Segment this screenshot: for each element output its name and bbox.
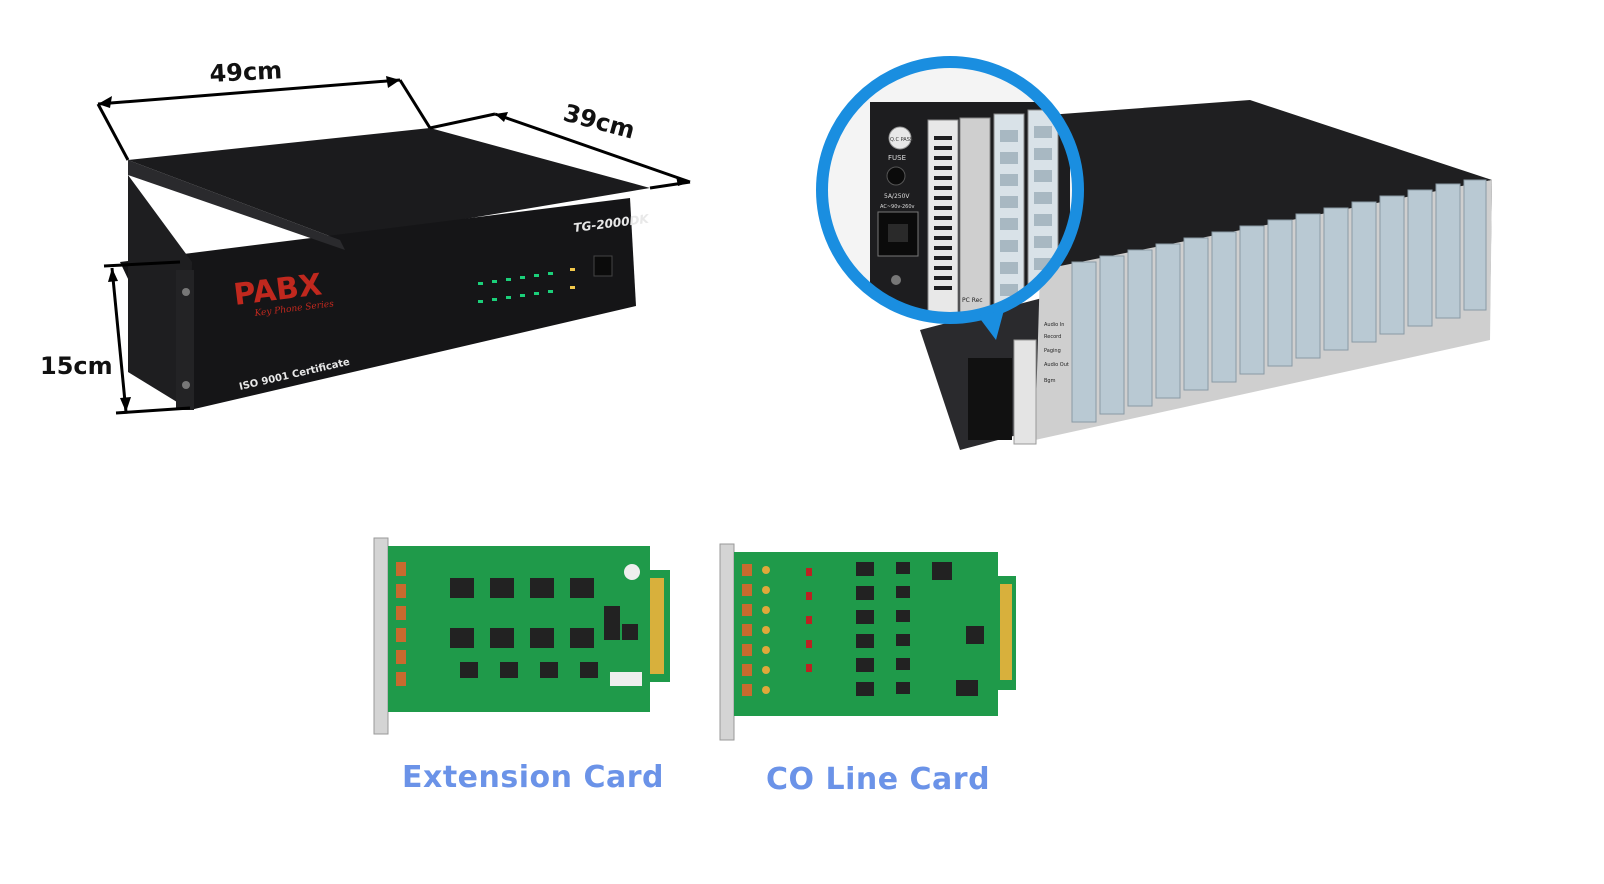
unit-front-face bbox=[120, 198, 636, 410]
svg-text:Record: Record bbox=[1044, 334, 1061, 340]
depth-dimension-label: 39cm bbox=[560, 99, 637, 145]
led-indicators bbox=[478, 268, 575, 303]
co-line-card-pcb bbox=[719, 543, 1016, 741]
magnifier-pointer bbox=[978, 310, 1004, 340]
fuse-label: FUSE bbox=[888, 154, 906, 162]
power-switch bbox=[593, 255, 613, 277]
qc-badge: Q.C PASS bbox=[890, 137, 913, 143]
height-dimension-label: 15cm bbox=[40, 352, 113, 380]
audio-port-labels: Audio In Record Paging Audio Out Bgm bbox=[1044, 322, 1069, 384]
rear-card-faceplates bbox=[1071, 179, 1487, 423]
power-inlet-lower bbox=[968, 358, 1012, 440]
magnifier-ring bbox=[816, 56, 1084, 324]
chassis-top bbox=[980, 100, 1492, 270]
rear-unit-panel: Q.C PASS FUSE 5A/250V AC~90v-260v PC Rec… bbox=[800, 40, 1520, 470]
co-line-card-image bbox=[716, 540, 1026, 745]
width-dimension-label: 49cm bbox=[209, 56, 283, 88]
front-unit-panel: PABX Key Phone Series TG-2000DK ISO 9001… bbox=[0, 0, 720, 460]
extension-card-caption: Extension Card bbox=[402, 760, 664, 795]
svg-text:Audio Out: Audio Out bbox=[1044, 362, 1069, 368]
voltage-label: AC~90v-260v bbox=[880, 204, 915, 210]
pc-rec-label: PC Rec bbox=[962, 297, 983, 304]
unit-top-face bbox=[128, 128, 650, 240]
dimension-lines bbox=[96, 78, 691, 415]
rack-ear-left bbox=[176, 270, 194, 410]
extension-card-pcb bbox=[373, 537, 670, 735]
co-line-card-caption: CO Line Card bbox=[766, 762, 991, 797]
fuse-rating: 5A/250V bbox=[884, 193, 910, 200]
svg-text:Audio In: Audio In bbox=[1044, 322, 1064, 328]
extension-card-image bbox=[370, 532, 680, 737]
rear-unit-illustration: Q.C PASS FUSE 5A/250V AC~90v-260v PC Rec… bbox=[816, 56, 1492, 450]
magnified-rear-detail: Q.C PASS FUSE 5A/250V AC~90v-260v PC Rec bbox=[822, 62, 1078, 318]
svg-text:Bgm: Bgm bbox=[1044, 378, 1056, 384]
front-unit-illustration: PABX Key Phone Series TG-2000DK ISO 9001… bbox=[40, 56, 691, 415]
svg-text:Paging: Paging bbox=[1044, 348, 1061, 354]
